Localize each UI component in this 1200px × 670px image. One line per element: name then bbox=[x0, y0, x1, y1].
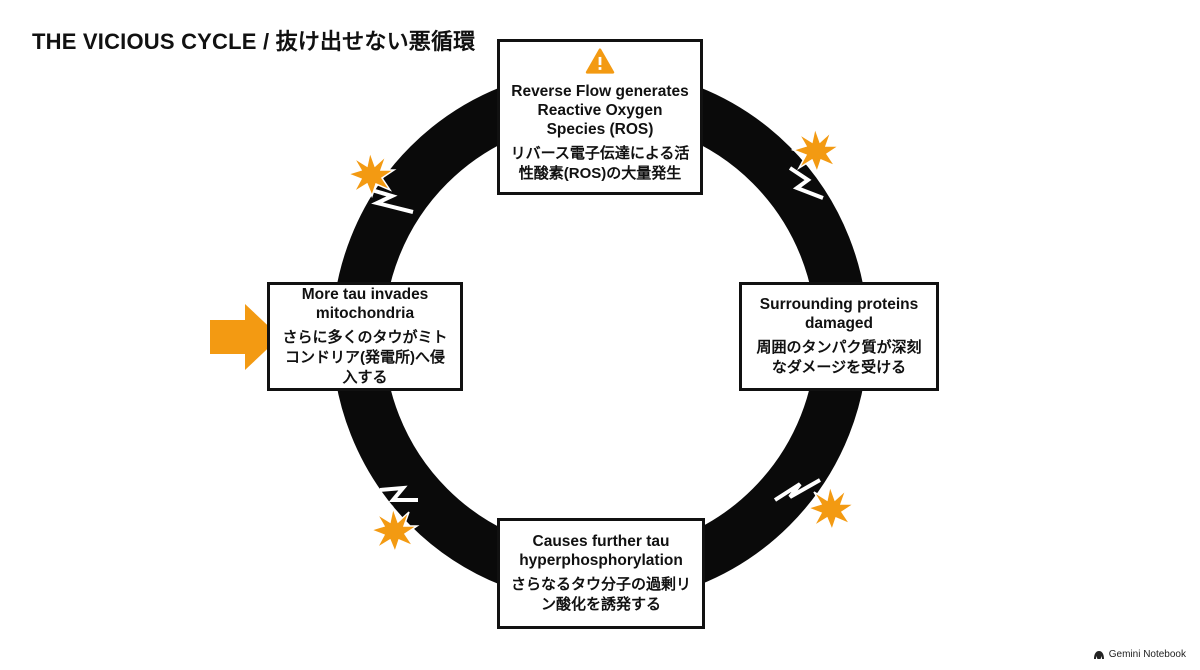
burst-upper-right-icon bbox=[790, 125, 842, 175]
node-ros-generation-en: Reverse Flow generates Reactive Oxygen S… bbox=[511, 83, 689, 138]
warning-triangle-icon bbox=[585, 48, 615, 74]
ring-break-lower-right bbox=[773, 478, 821, 502]
ring-break-upper-left bbox=[364, 186, 414, 214]
node-tau-invades-mitochondria: More tau invades mitochondria さらに多くのタウがミ… bbox=[267, 282, 463, 391]
page-title: THE VICIOUS CYCLE / 抜け出せない悪循環 bbox=[32, 29, 476, 54]
node-tau-invades-mitochondria-en: More tau invades mitochondria bbox=[301, 286, 429, 322]
ring-break-upper-right bbox=[788, 166, 824, 200]
burst-lower-right-icon bbox=[805, 483, 857, 533]
node-protein-damage-en: Surrounding proteins damaged bbox=[759, 296, 919, 332]
burst-upper-left-icon bbox=[345, 149, 397, 199]
node-protein-damage: Surrounding proteins damaged 周囲のタンパク質が深刻… bbox=[739, 282, 939, 391]
watermark-text: Gemini Notebook bbox=[1108, 649, 1186, 660]
entry-arrow-icon bbox=[210, 304, 280, 370]
watermark: Gemini Notebook bbox=[1093, 649, 1186, 660]
node-tau-hyperphosphorylation-en: Causes further tau hyperphosphorylation bbox=[519, 533, 683, 569]
node-tau-invades-mitochondria-ja: さらに多くのタウがミトコンドリア(発電所)へ侵入する bbox=[282, 329, 448, 386]
gemini-notebook-logo-icon bbox=[1093, 650, 1104, 659]
ring-break-lower-left bbox=[379, 485, 418, 502]
node-ros-generation-ja: リバース電子伝達による活性酸素(ROS)の大量発生 bbox=[510, 145, 690, 182]
node-tau-hyperphosphorylation: Causes further tau hyperphosphorylation … bbox=[497, 518, 705, 629]
burst-lower-left-icon bbox=[368, 505, 420, 555]
node-protein-damage-ja: 周囲のタンパク質が深刻なダメージを受ける bbox=[756, 339, 922, 376]
node-tau-hyperphosphorylation-ja: さらなるタウ分子の過剰リン酸化を誘発する bbox=[510, 576, 691, 613]
node-ros-generation: Reverse Flow generates Reactive Oxygen S… bbox=[497, 39, 703, 195]
